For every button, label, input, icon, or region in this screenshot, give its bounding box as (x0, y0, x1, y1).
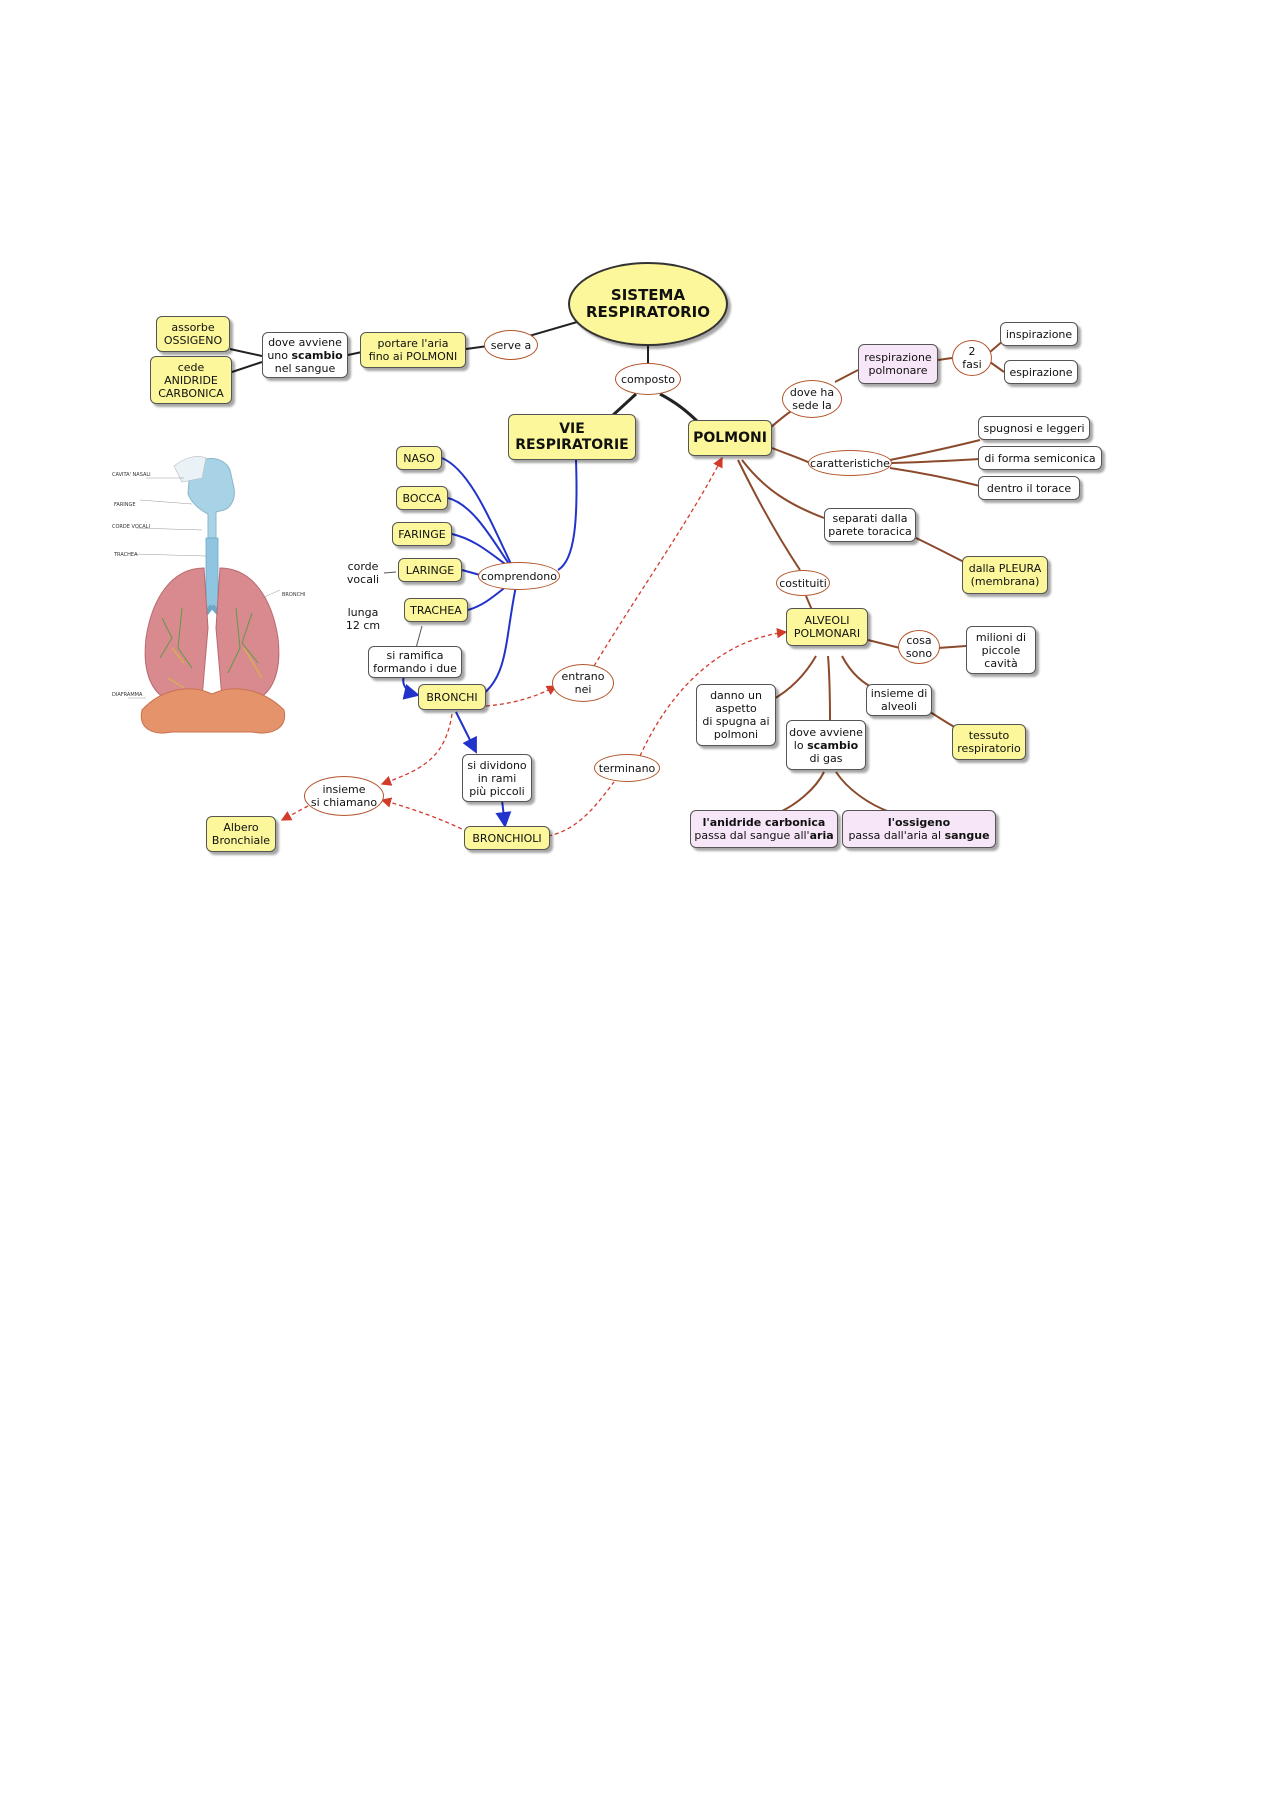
link-composto-vie (610, 392, 638, 418)
anatomy-label-trachea: TRACHEA (113, 552, 138, 558)
anatomy-label-faringe: FARINGE (114, 502, 136, 508)
link-label-caratteristiche: caratteristiche (808, 450, 892, 476)
node-portare-aria: portare l'aria fino ai POLMONI (360, 332, 466, 368)
node-bronchioli: BRONCHIOLI (464, 826, 550, 850)
link-alveoli-cosa (867, 639, 901, 649)
link-label-comprendono: comprendono (478, 562, 560, 590)
node-trachea: TRACHEA (404, 598, 468, 622)
anatomy-label-bronchi: BRONCHI (282, 592, 305, 598)
link-insieme-albero (280, 805, 309, 821)
link-scambio-anidride (779, 771, 825, 813)
link-label-dove-ha-sede: dove ha sede la (782, 380, 842, 418)
node-danno-aspetto: danno un aspetto di spugna ai polmoni (696, 684, 776, 746)
node-alveoli-polmonari: ALVEOLI POLMONARI (786, 608, 868, 646)
node-laringe: LARINGE (398, 558, 462, 582)
link-separati-pleura (915, 537, 965, 563)
node-cede-anidride: cede ANIDRIDE CARBONICA (150, 356, 232, 404)
link-alveoli-danno (771, 655, 817, 701)
node-faringe: FARINGE (392, 522, 452, 546)
link-scambio-ossigeno (835, 771, 891, 813)
link-resp-fasi (937, 357, 953, 361)
link-label-terminano: terminano (594, 754, 660, 782)
anatomy-label-corde: CORDE VOCALI (112, 524, 150, 530)
node-assorbe-ossigeno: assorbe OSSIGENO (156, 316, 230, 352)
node-albero-bronchiale: Albero Bronchiale (206, 816, 276, 852)
node-dove-avviene-scambio: dove avviene uno scambio nel sangue (262, 332, 348, 378)
link-costituiti-alveoli (805, 595, 813, 611)
link-polmoni-separati (741, 459, 825, 519)
label-corde-vocali: corde vocali (346, 560, 380, 586)
link-laringe-comprendono (461, 569, 481, 576)
node-inspirazione: inspirazione (1000, 322, 1078, 346)
link-caratt-dentro (889, 467, 981, 487)
link-bronchioli-terminano (547, 781, 615, 837)
link-dove-cede (231, 361, 263, 373)
link-label-entrano-nei: entrano nei (552, 664, 614, 702)
node-polmoni: POLMONI (688, 420, 772, 456)
link-terminano-alveoli (639, 627, 788, 757)
link-caratt-spugnosi (889, 439, 981, 461)
link-bronchi-dividono (455, 711, 477, 754)
link-dove-assorbe (229, 348, 263, 357)
node-insieme-alveoli: insieme di alveoli (866, 684, 932, 716)
node-vie-respiratorie: VIE RESPIRATORIE (508, 414, 636, 460)
gray-links (383, 571, 423, 649)
node-bocca: BOCCA (396, 486, 448, 510)
link-bronchi-insieme (380, 713, 453, 786)
node-espirazione: espirazione (1004, 360, 1078, 384)
link-label-insieme-si-chiamano: insieme si chiamano (304, 776, 384, 816)
link-entrano-polmoni (593, 456, 723, 667)
link-doveha-resp (834, 369, 859, 383)
node-separati-parete: separati dalla parete toracica (824, 508, 916, 542)
link-caratt-forma (891, 458, 981, 464)
node-spugnosi-leggeri: spugnosi e leggeri (978, 416, 1090, 440)
link-fasi-espirazione (989, 361, 1005, 373)
node-tessuto-respiratorio: tessuto respiratorio (952, 724, 1026, 760)
node-milioni-cavita: milioni di piccole cavità (966, 626, 1036, 674)
link-label-costituiti: costituiti (776, 570, 830, 596)
node-si-dividono: si dividono in rami più piccoli (462, 754, 532, 802)
link-comprendono-bronchi (481, 585, 517, 696)
node-bronchi: BRONCHI (418, 684, 486, 710)
node-dentro-torace: dentro il torace (978, 476, 1080, 500)
link-dividono-bronchioli (495, 799, 512, 828)
node-ossigeno: l'ossigeno passa dall'aria al sangue (842, 810, 996, 848)
node-si-ramifica: si ramifica formando i due (368, 646, 462, 678)
red-dashed-links (280, 456, 788, 837)
node-scambio-gas: dove avviene lo scambio di gas (786, 720, 866, 770)
link-label-2-fasi: 2 fasi (952, 340, 992, 376)
link-bronchi-entrano (485, 685, 558, 707)
link-bocca-comprendono (447, 497, 513, 569)
node-anidride-carbonica: l'anidride carbonica passa dal sangue al… (690, 810, 838, 848)
link-portare-dove (347, 351, 363, 356)
link-polmoni-costituiti (737, 459, 801, 571)
link-naso-comprendono (441, 457, 513, 567)
link-cosa-milioni (937, 645, 967, 649)
node-respirazione-polmonare: respirazione polmonare (858, 344, 938, 384)
link-label-serve-a: serve a (484, 330, 538, 360)
link-bronchioli-insieme (380, 797, 469, 833)
link-label-cosa-sono: cosa sono (898, 630, 940, 664)
link-corde-laringe (383, 571, 397, 574)
anatomy-label-diaframma: DIAFRAMMA (112, 692, 143, 698)
node-pleura: dalla PLEURA (membrana) (962, 556, 1048, 594)
label-lunga-12cm: lunga 12 cm (345, 606, 381, 632)
link-vie-comprendono (557, 459, 578, 571)
node-naso: NASO (396, 446, 442, 470)
node-forma-semiconica: di forma semiconica (978, 446, 1102, 470)
link-polmoni-caratt (771, 447, 813, 465)
anatomy-label-cavita: CAVITA' NASALI (112, 472, 151, 478)
link-label-composto: composto (615, 363, 681, 395)
node-sistema-respiratorio: SISTEMA RESPIRATORIO (568, 262, 728, 346)
respiratory-anatomy-image: CAVITA' NASALI FARINGE CORDE VOCALI TRAC… (112, 456, 305, 734)
link-trachea-ramifica (415, 625, 423, 649)
link-alveoli-scambio (827, 655, 831, 723)
